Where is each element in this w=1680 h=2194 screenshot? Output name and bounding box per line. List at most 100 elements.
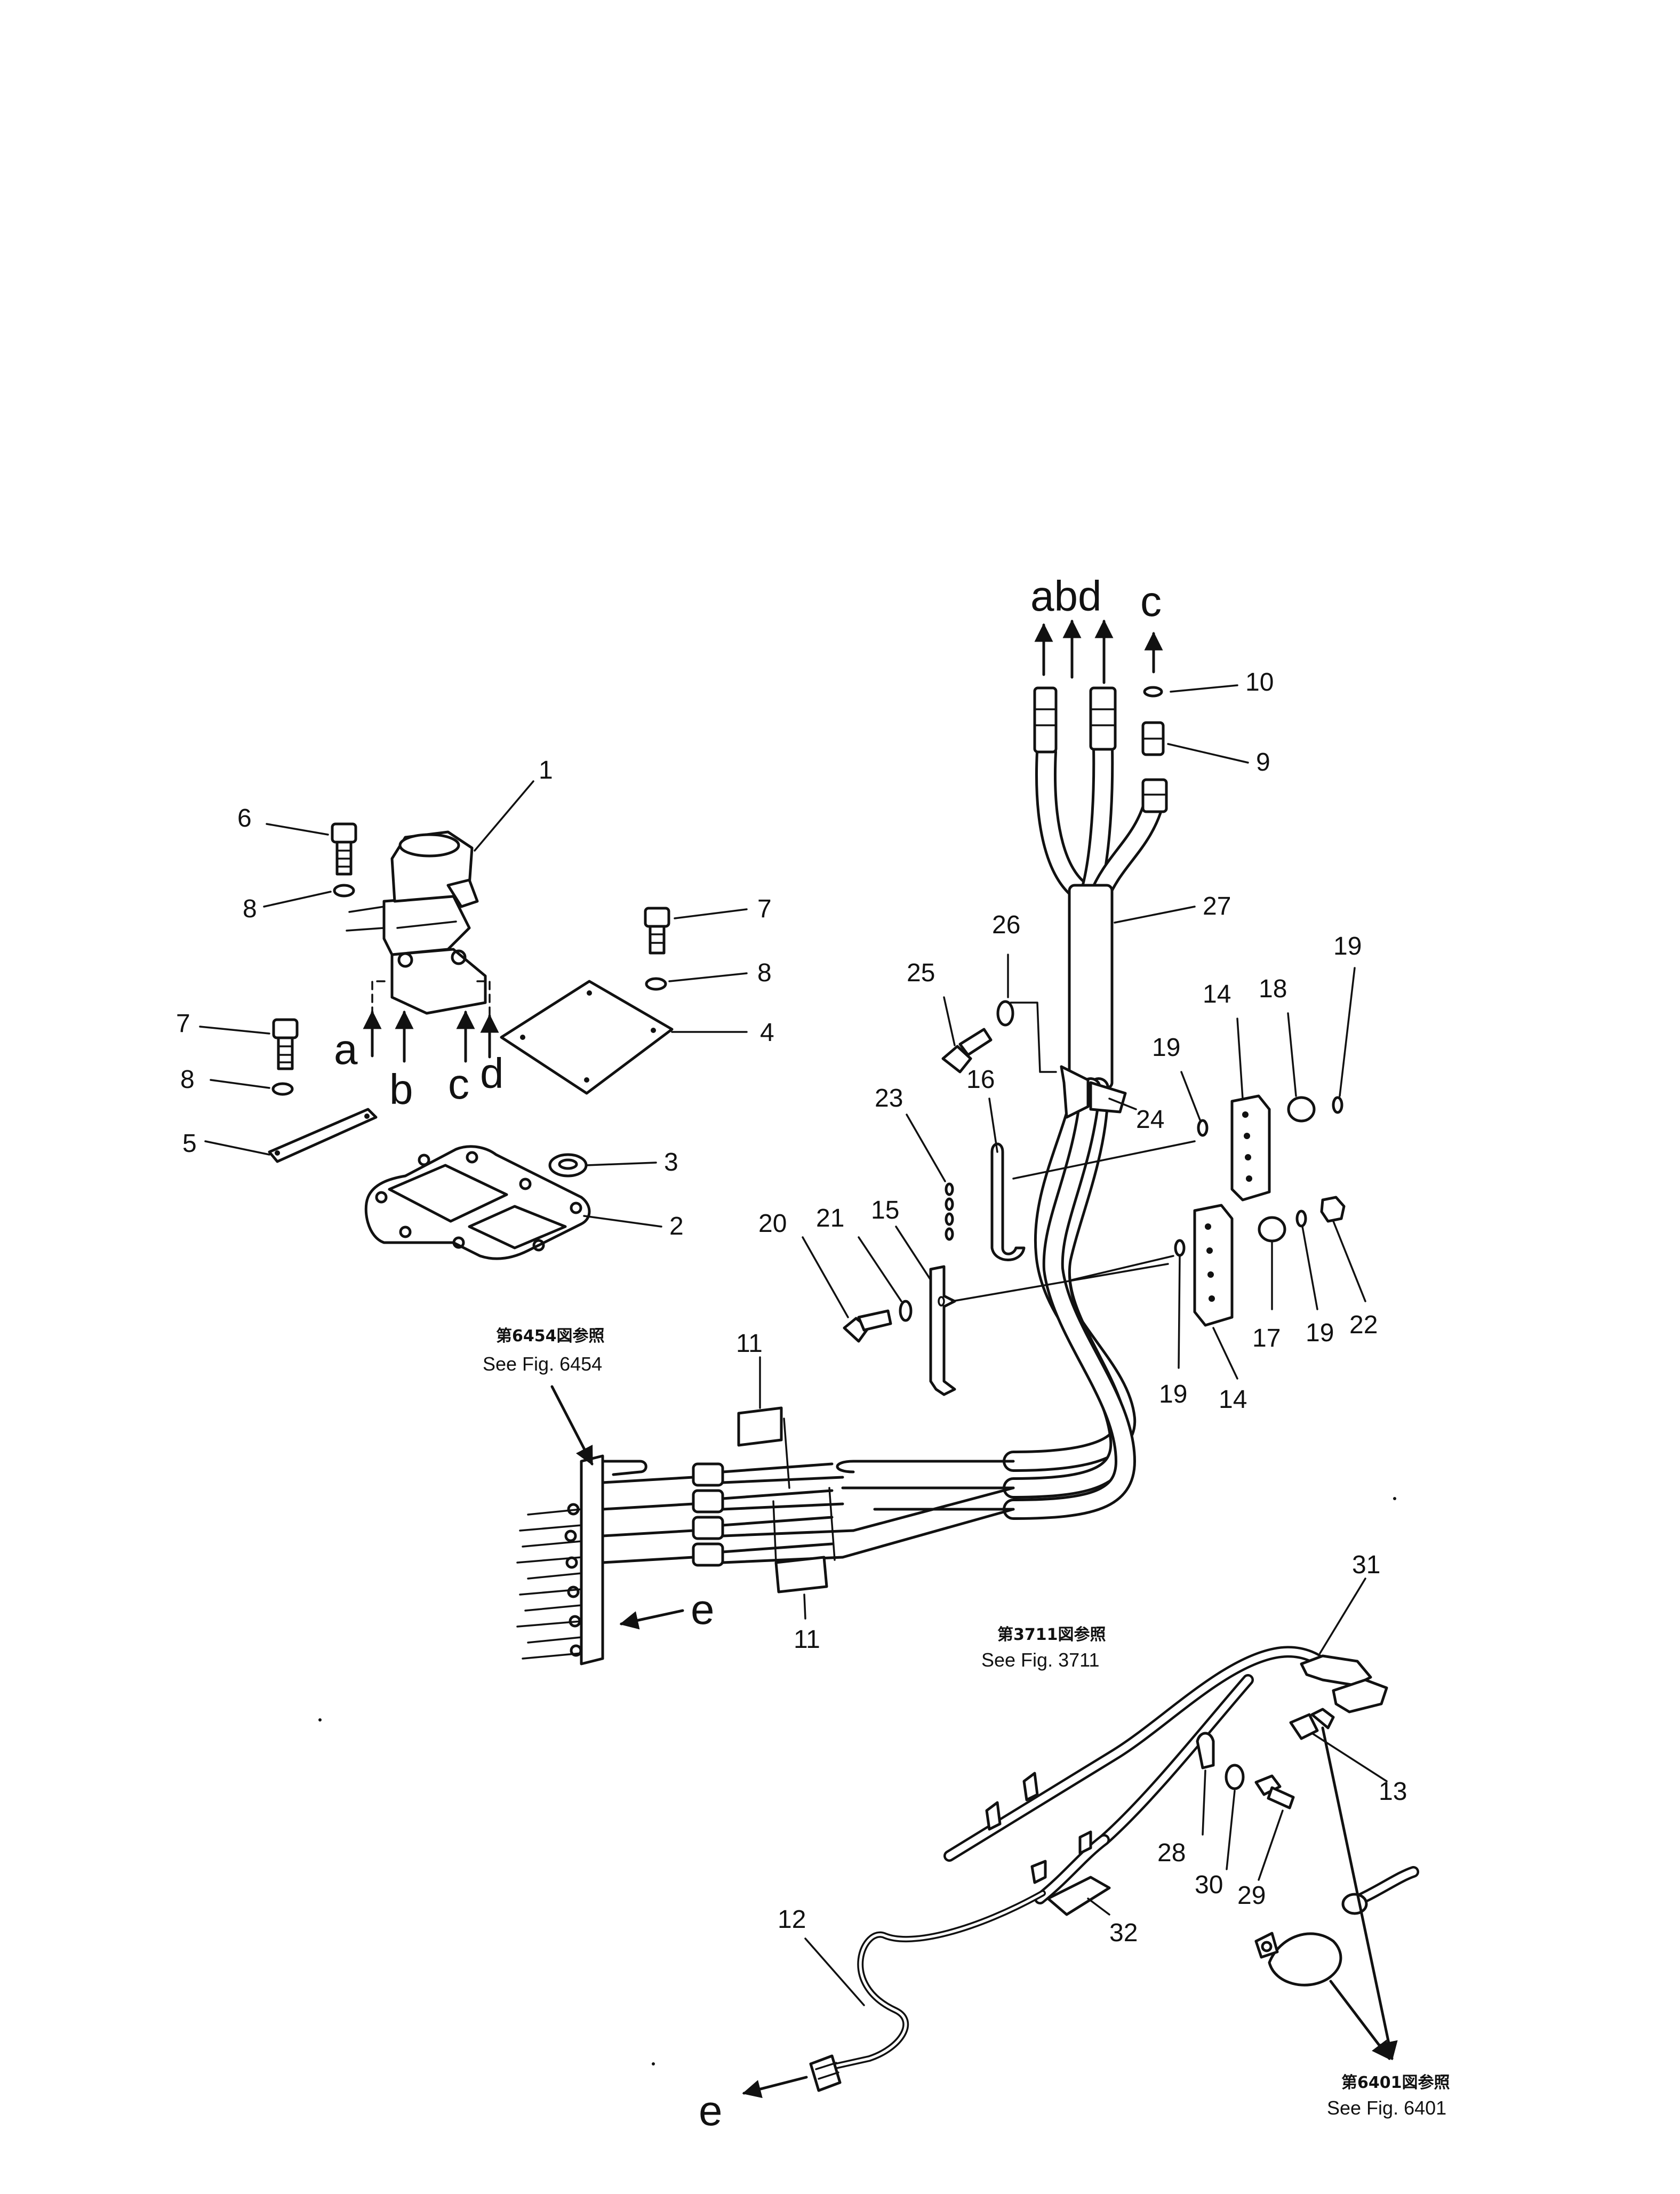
elbow-fittings [1289, 1654, 1388, 1740]
callout-2: 2 [669, 1212, 684, 1240]
callout-26: 26 [992, 911, 1020, 939]
callout-8-right: 8 [757, 959, 772, 987]
gasket-2 [364, 1145, 591, 1260]
callout-25: 25 [907, 959, 935, 987]
pipe-clips-32 [985, 1772, 1111, 1916]
control-valve-bank [516, 1454, 647, 1665]
callout-11-upper: 11 [736, 1330, 763, 1358]
callout-10: 10 [1245, 668, 1274, 696]
chain-23 [945, 1182, 954, 1241]
valve-port-label-c: c [448, 1060, 469, 1108]
bank-hoses [601, 1462, 1015, 1567]
o-ring [1143, 686, 1163, 698]
nut-22 [1320, 1196, 1346, 1223]
hose-end-12 [809, 2054, 842, 2092]
bolt-25 [941, 1028, 993, 1074]
callout-9: 9 [1256, 748, 1270, 776]
callout-20: 20 [758, 1210, 787, 1238]
callout-30: 30 [1195, 1871, 1223, 1899]
top-port-label-abd: abd [1030, 572, 1101, 620]
cover-plate-4 [500, 980, 674, 1095]
callout-29: 29 [1237, 1881, 1266, 1910]
callout-7-right: 7 [757, 895, 772, 923]
strap-5 [268, 1108, 378, 1163]
callout-14-lower: 14 [1219, 1386, 1247, 1414]
spacer-17 [1258, 1216, 1286, 1243]
callout-31: 31 [1352, 1551, 1380, 1579]
hose-tag-upper [737, 1406, 790, 1489]
ref-6454-jp: 第6454図参照 [496, 1327, 605, 1346]
bracket-16 [990, 1142, 1026, 1261]
callout-19-lower-right: 19 [1306, 1319, 1334, 1347]
washer-8-top [333, 884, 355, 898]
clamp-block-14-lower [1193, 1204, 1234, 1327]
callout-3: 3 [664, 1148, 678, 1176]
ref-6401-jp: 第6401図参照 [1341, 2073, 1450, 2092]
callout-24: 24 [1136, 1106, 1164, 1134]
washer-19a [1197, 1119, 1209, 1137]
bolt-20 [843, 1309, 892, 1343]
bank-port-label-e: e [691, 1586, 715, 1633]
clip-28 [1196, 1732, 1215, 1769]
connector-fitting [1141, 721, 1165, 756]
valve-port-label-a: a [334, 1026, 358, 1073]
callout-19-upper-right: 19 [1333, 932, 1362, 960]
callout-19-lower-left: 19 [1159, 1380, 1187, 1408]
valve-port-label-d: d [480, 1050, 504, 1097]
hose-harness [836, 686, 1168, 1520]
hose-tag-lower [772, 1487, 836, 1594]
pilot-pipe-line [818, 1646, 1339, 2072]
bolt-6 [331, 822, 357, 876]
washer-19b [1332, 1096, 1343, 1114]
callout-4: 4 [760, 1019, 774, 1047]
callout-21: 21 [816, 1204, 844, 1232]
ref-6454-en: See Fig. 6454 [483, 1353, 602, 1375]
callout-11-lower: 11 [794, 1626, 820, 1654]
washer-30 [1225, 1764, 1245, 1790]
callout-6: 6 [237, 804, 252, 832]
ref-3711-en: See Fig. 3711 [981, 1649, 1099, 1671]
valve-port-label-b: b [389, 1066, 413, 1113]
callout-8-top: 8 [243, 895, 257, 923]
top-port-label-c: c [1140, 578, 1162, 625]
callout-22: 22 [1349, 1311, 1378, 1339]
bolt-29 [1254, 1774, 1295, 1809]
callout-14-upper: 14 [1203, 980, 1231, 1008]
callout-23: 23 [875, 1084, 903, 1112]
callout-5: 5 [182, 1130, 197, 1158]
protective-sleeve [1068, 884, 1114, 1090]
callout-7-left: 7 [176, 1010, 190, 1038]
ref-3711-jp: 第3711図参照 [997, 1626, 1106, 1644]
callout-32: 32 [1109, 1919, 1138, 1947]
pilot-valve [346, 830, 487, 1015]
grommet-3 [548, 1153, 588, 1178]
bracket-15 [929, 1265, 956, 1396]
washer-8-left [271, 1082, 294, 1096]
callout-18: 18 [1259, 975, 1287, 1003]
callout-19-upper-left: 19 [1152, 1034, 1180, 1062]
ref-6401-en: See Fig. 6401 [1327, 2097, 1446, 2119]
spacer-18 [1287, 1096, 1316, 1123]
washer-19c [1295, 1210, 1307, 1228]
washer-8-right [645, 977, 667, 991]
callout-15: 15 [871, 1196, 899, 1224]
bolt-7-left [272, 1018, 299, 1070]
valve-port-arrows [363, 980, 499, 1063]
washer-26 [996, 1000, 1014, 1027]
pipe-port-label-e: e [699, 2087, 723, 2134]
clamp-block-14-upper [1230, 1094, 1271, 1202]
callout-28: 28 [1157, 1839, 1186, 1867]
washer-21 [899, 1300, 913, 1322]
callout-12: 12 [778, 1905, 806, 1934]
callout-1: 1 [539, 756, 553, 784]
washer-19d [1174, 1239, 1186, 1257]
harness-clamp [1010, 1002, 1127, 1119]
bolt-7-right [644, 907, 670, 955]
callout-27: 27 [1203, 892, 1231, 920]
pump-assembly [1254, 1866, 1419, 1987]
callout-17: 17 [1252, 1324, 1281, 1352]
callout-8-left: 8 [180, 1066, 195, 1094]
callout-13: 13 [1379, 1777, 1407, 1806]
top-port-arrows [1034, 619, 1163, 684]
